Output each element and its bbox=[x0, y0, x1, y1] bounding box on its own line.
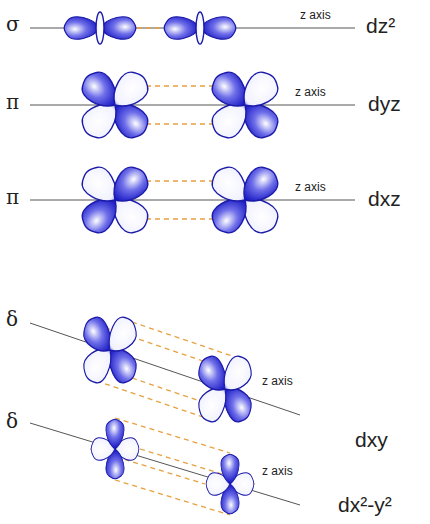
dz2-orbital bbox=[64, 12, 136, 44]
dxz-orbital bbox=[206, 161, 283, 238]
orbitals bbox=[64, 12, 283, 514]
orbital-label: dxy bbox=[355, 428, 388, 451]
orbital-label: dx²-y² bbox=[338, 493, 392, 516]
bond-symbol: δ bbox=[6, 410, 18, 432]
orbital-label: dxz bbox=[368, 187, 401, 210]
bond-symbol: δ bbox=[6, 308, 18, 330]
overlap-dash bbox=[137, 27, 163, 28]
orbital-label: dz² bbox=[366, 14, 395, 37]
dx2y2-orbital bbox=[206, 454, 254, 514]
dyz-orbital bbox=[76, 66, 153, 143]
axis-label: z axis bbox=[262, 465, 293, 478]
overlap-dash bbox=[146, 180, 214, 181]
z-axis-line bbox=[30, 200, 355, 201]
overlap-dash bbox=[132, 322, 247, 361]
z-axis-line bbox=[30, 323, 300, 415]
axis-label: z axis bbox=[295, 181, 326, 194]
bond-symbol: π bbox=[6, 91, 19, 113]
dxy-orbital bbox=[79, 311, 141, 388]
dx2y2-orbital bbox=[91, 419, 139, 479]
overlap-dash bbox=[146, 123, 214, 124]
bond-symbol: π bbox=[6, 186, 19, 208]
z-axis-line bbox=[30, 423, 300, 505]
z-axis-line bbox=[30, 105, 355, 106]
dxy-orbital bbox=[194, 350, 256, 427]
axis-label: z axis bbox=[262, 375, 293, 388]
axis-label: z axis bbox=[295, 86, 326, 99]
dyz-orbital bbox=[206, 66, 283, 143]
overlap-dash bbox=[146, 85, 214, 86]
bond-symbol: σ bbox=[6, 13, 20, 35]
overlap-dash bbox=[146, 218, 214, 219]
overlap-dash bbox=[88, 378, 203, 417]
dxz-orbital bbox=[76, 161, 153, 238]
dz2-orbital bbox=[164, 12, 236, 44]
axis-label: z axis bbox=[300, 9, 331, 22]
orbital-label: dyz bbox=[368, 92, 401, 115]
z-axis-lines bbox=[30, 28, 355, 505]
